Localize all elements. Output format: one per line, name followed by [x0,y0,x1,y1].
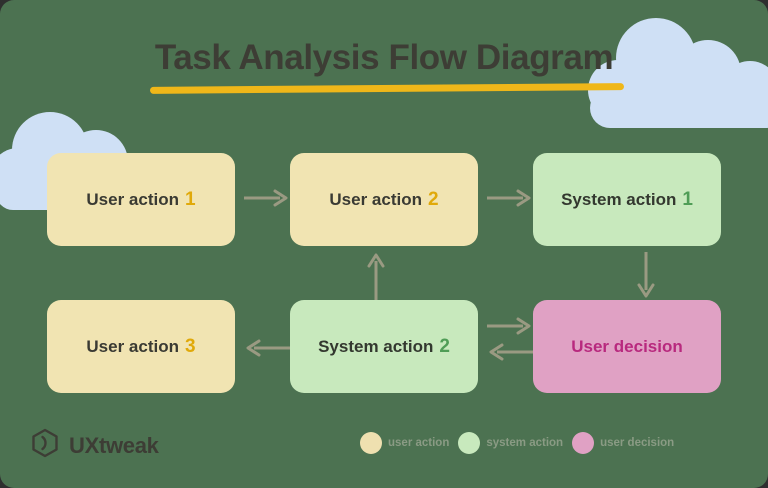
node-number: 3 [185,335,196,357]
node-user-decision[interactable]: User decision [533,300,721,393]
arrow-system-action-2-to-user-decision [487,317,533,335]
node-label: User action [86,336,179,356]
node-label: User action [329,189,422,209]
node-user-action-1[interactable]: User action 1 [47,153,235,246]
brand-logo: UXtweak [30,428,159,463]
arrow-system-action-2-to-user-action-2 [367,252,385,300]
title-underline [149,83,625,94]
node-user-action-3[interactable]: User action 3 [47,300,235,393]
node-user-action-2[interactable]: User action 2 [290,153,478,246]
legend-item-user-action: user action [360,432,449,454]
title-block: Task Analysis Flow Diagram [0,40,768,75]
node-number: 1 [682,188,693,210]
legend-swatch-user-decision [572,432,595,454]
node-label: User action [86,189,179,209]
arrow-system-action-1-to-user-decision [637,252,655,300]
page-title: Task Analysis Flow Diagram [154,38,614,77]
node-label: System action [561,189,677,209]
legend-label-user-action: user action [388,437,450,449]
node-system-action-2[interactable]: System action 2 [290,300,478,393]
legend: user action system action user decision [360,432,674,454]
brand-name: UXtweak [69,432,159,458]
legend-label-user-decision: user decision [600,437,675,449]
legend-item-system-action: system action [458,432,563,454]
arrow-user-decision-to-system-action-2 [487,343,533,361]
legend-swatch-system-action [458,432,481,454]
node-number: 2 [428,188,439,210]
legend-label-system-action: system action [486,437,564,449]
node-number: 2 [439,335,450,357]
legend-item-user-decision: user decision [572,432,674,454]
node-system-action-1[interactable]: System action 1 [533,153,721,246]
node-number: 1 [185,188,196,210]
cloud-right-icon [578,18,768,143]
node-label: System action [318,336,434,356]
arrow-system-action-2-to-user-action-3 [244,339,290,357]
arrow-user-action-1-to-user-action-2 [244,189,290,207]
legend-swatch-user-action [360,432,382,454]
hexagon-bracket-icon [30,428,60,463]
arrow-user-action-2-to-system-action-1 [487,189,533,207]
node-label: User decision [571,336,683,356]
